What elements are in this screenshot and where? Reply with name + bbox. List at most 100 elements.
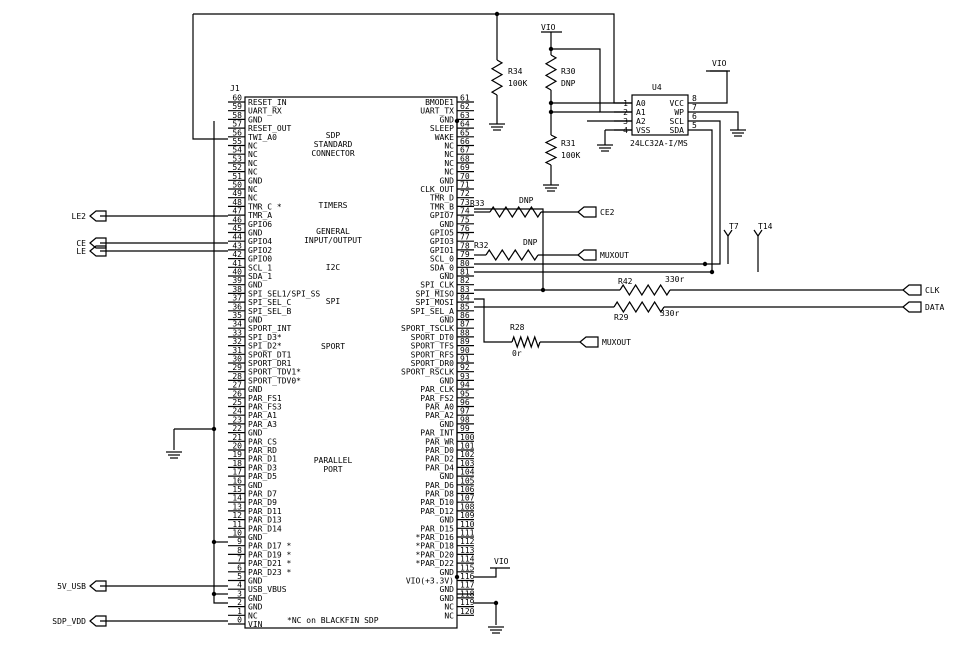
pin-number: 103 <box>460 459 475 468</box>
pin-name: GND <box>248 429 263 438</box>
pin-name: GND <box>440 516 455 525</box>
r28-value: 0r <box>512 349 522 358</box>
pin-name: BMODE1 <box>425 98 454 107</box>
offpage-connector-icon <box>579 336 599 348</box>
pin-name: PAR_D8 <box>425 490 454 499</box>
pin-name: A2 <box>636 117 646 126</box>
pin-name: SPI_SEL_C <box>248 298 292 307</box>
pin-number: 68 <box>460 154 470 163</box>
pin-name: SPORT_TSCLK <box>401 324 454 333</box>
eeprom-ref: U4 <box>652 83 662 92</box>
pin-name: NC <box>248 194 258 203</box>
pin-name: SCL_1 <box>248 263 272 272</box>
pin-name: UART_RX <box>248 107 282 116</box>
pin-number: 24 <box>232 407 242 416</box>
offpage-connector-icon <box>89 580 107 592</box>
pin-name: GPIO3 <box>430 237 454 246</box>
pin-name: PAR_A2 <box>425 411 454 420</box>
pin-number: 53 <box>232 154 242 163</box>
pin-number: 32 <box>232 337 242 346</box>
pin-number: 98 <box>460 415 470 424</box>
pin-name: PAR_D17 * <box>248 542 292 551</box>
pin-name: GND <box>248 577 263 586</box>
pin-name: NC <box>248 168 258 177</box>
pin-name: NC <box>248 159 258 168</box>
pin-number: 7 <box>692 103 697 112</box>
pin-name: NC <box>248 150 258 159</box>
pin-name: NC <box>444 150 454 159</box>
pin-number: 61 <box>460 94 470 103</box>
pin-name: GND <box>440 316 455 325</box>
pin-name: PAR_D15 <box>420 524 454 533</box>
offpage-connector-icon <box>89 245 107 257</box>
offpage-connector-icon <box>902 284 922 296</box>
wire <box>551 48 632 113</box>
net-label: CLK <box>925 286 940 295</box>
r34-value: 100K <box>508 79 527 88</box>
net-label: CE <box>76 239 86 248</box>
wire <box>193 13 632 104</box>
r31-ref: R31 <box>561 139 576 148</box>
vio-label: VIO <box>494 557 509 566</box>
pin-number: 17 <box>232 468 242 477</box>
test-point-icon <box>753 229 763 238</box>
pin-number: 14 <box>232 494 242 503</box>
pin-number: 93 <box>460 372 470 381</box>
pin-name: PAR_D11 <box>248 507 282 516</box>
pin-name: NC <box>444 168 454 177</box>
wire <box>192 14 228 140</box>
section-label: GENERAL <box>316 227 350 236</box>
pin-name: PAR_CLK <box>420 385 454 394</box>
pin-number: 1 <box>237 607 242 616</box>
pin-name: A0 <box>636 99 646 108</box>
junction-dot <box>211 539 217 545</box>
pin-number: 55 <box>232 137 242 146</box>
pin-name: PAR_A0 <box>425 403 454 412</box>
net-label: MUXOUT <box>602 338 631 347</box>
pin-number: 59 <box>232 102 242 111</box>
section-label: PARALLEL <box>314 456 353 465</box>
pin-number: 65 <box>460 128 470 137</box>
pin-name: SDA <box>670 126 685 135</box>
pin-number: 82 <box>460 276 470 285</box>
pin-number: 85 <box>460 302 470 311</box>
pin-number: 117 <box>460 581 475 590</box>
pin-name: PAR_D21 * <box>248 559 292 568</box>
pin-number: 73 <box>460 198 470 207</box>
resistor-icon <box>489 205 542 219</box>
pin-number: 74 <box>460 207 470 216</box>
resistor-labels: R34 100K R30 DNP R31 100K R33 DNP R32 DN… <box>470 67 684 358</box>
pin-number: 110 <box>460 520 475 529</box>
net-label: LE2 <box>72 212 87 221</box>
pin-number: 115 <box>460 563 475 572</box>
pin-name: PAR_D1 <box>248 455 277 464</box>
pin-number: 72 <box>460 189 470 198</box>
pin-number: 104 <box>460 468 475 477</box>
pin-number: 80 <box>460 259 470 268</box>
pin-number: 33 <box>232 328 242 337</box>
pin-name: TMR_D <box>430 194 454 203</box>
pin-number: 15 <box>232 485 242 494</box>
pin-name: SPI_SEL1/SPI_SS <box>248 289 320 298</box>
pin-number: 95 <box>460 389 470 398</box>
pin-name: SCL <box>670 117 685 126</box>
pin-number: 0 <box>237 616 242 625</box>
pin-number: 29 <box>232 363 242 372</box>
pin-name: SPI_CLK <box>420 281 454 290</box>
pin-number: 90 <box>460 346 470 355</box>
pin-number: 20 <box>232 442 242 451</box>
pin-name: SPI_D2* <box>248 342 282 351</box>
vio-label: VIO <box>712 59 727 68</box>
pin-number: 28 <box>232 372 242 381</box>
r34-ref: R34 <box>508 67 523 76</box>
resistor-icon <box>490 59 504 96</box>
pin-number: 84 <box>460 294 470 303</box>
pin-number: 79 <box>460 250 470 259</box>
pin-name: VIN <box>248 620 263 629</box>
pin-number: 67 <box>460 146 470 155</box>
pin-name: GND <box>440 472 455 481</box>
pin-name: SPI_D3* <box>248 333 282 342</box>
pin-name: SPORT_DR1 <box>248 359 292 368</box>
